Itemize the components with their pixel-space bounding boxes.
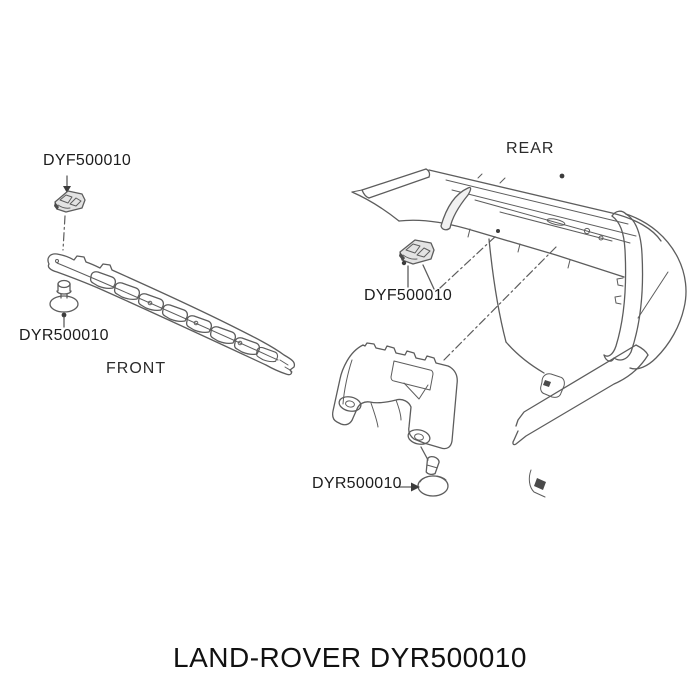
rear-clip-leader-lines (401, 260, 435, 290)
rear-tow-cover-panel-drawing (331, 342, 458, 450)
rear-pin-part-number: DYR500010 (312, 475, 402, 492)
footer-part-title: LAND-ROVER DYR500010 (173, 642, 527, 673)
rear-trim-clip-icon (399, 239, 435, 265)
front-trim-clip-icon (54, 190, 86, 213)
front-view-caption: FRONT (106, 360, 167, 377)
front-trim-strip-drawing (47, 253, 296, 376)
rear-push-pin-rivet-icon (417, 455, 449, 497)
front-clip-axis-line (62, 215, 66, 251)
front-pin-part-number: DYR500010 (19, 327, 109, 344)
rear-bumper-drawing (351, 168, 687, 498)
rear-pin-leader-line (420, 446, 429, 461)
rear-assembly-axis-lines (439, 234, 557, 361)
rear-view-caption: REAR (506, 140, 555, 157)
front-clip-leader-line (63, 175, 71, 193)
rear-pin-label-arrow (398, 482, 420, 492)
rear-clip-part-number: DYF500010 (364, 287, 453, 304)
front-clip-part-number: DYF500010 (43, 152, 132, 169)
front-push-pin-rivet-icon (49, 279, 79, 318)
